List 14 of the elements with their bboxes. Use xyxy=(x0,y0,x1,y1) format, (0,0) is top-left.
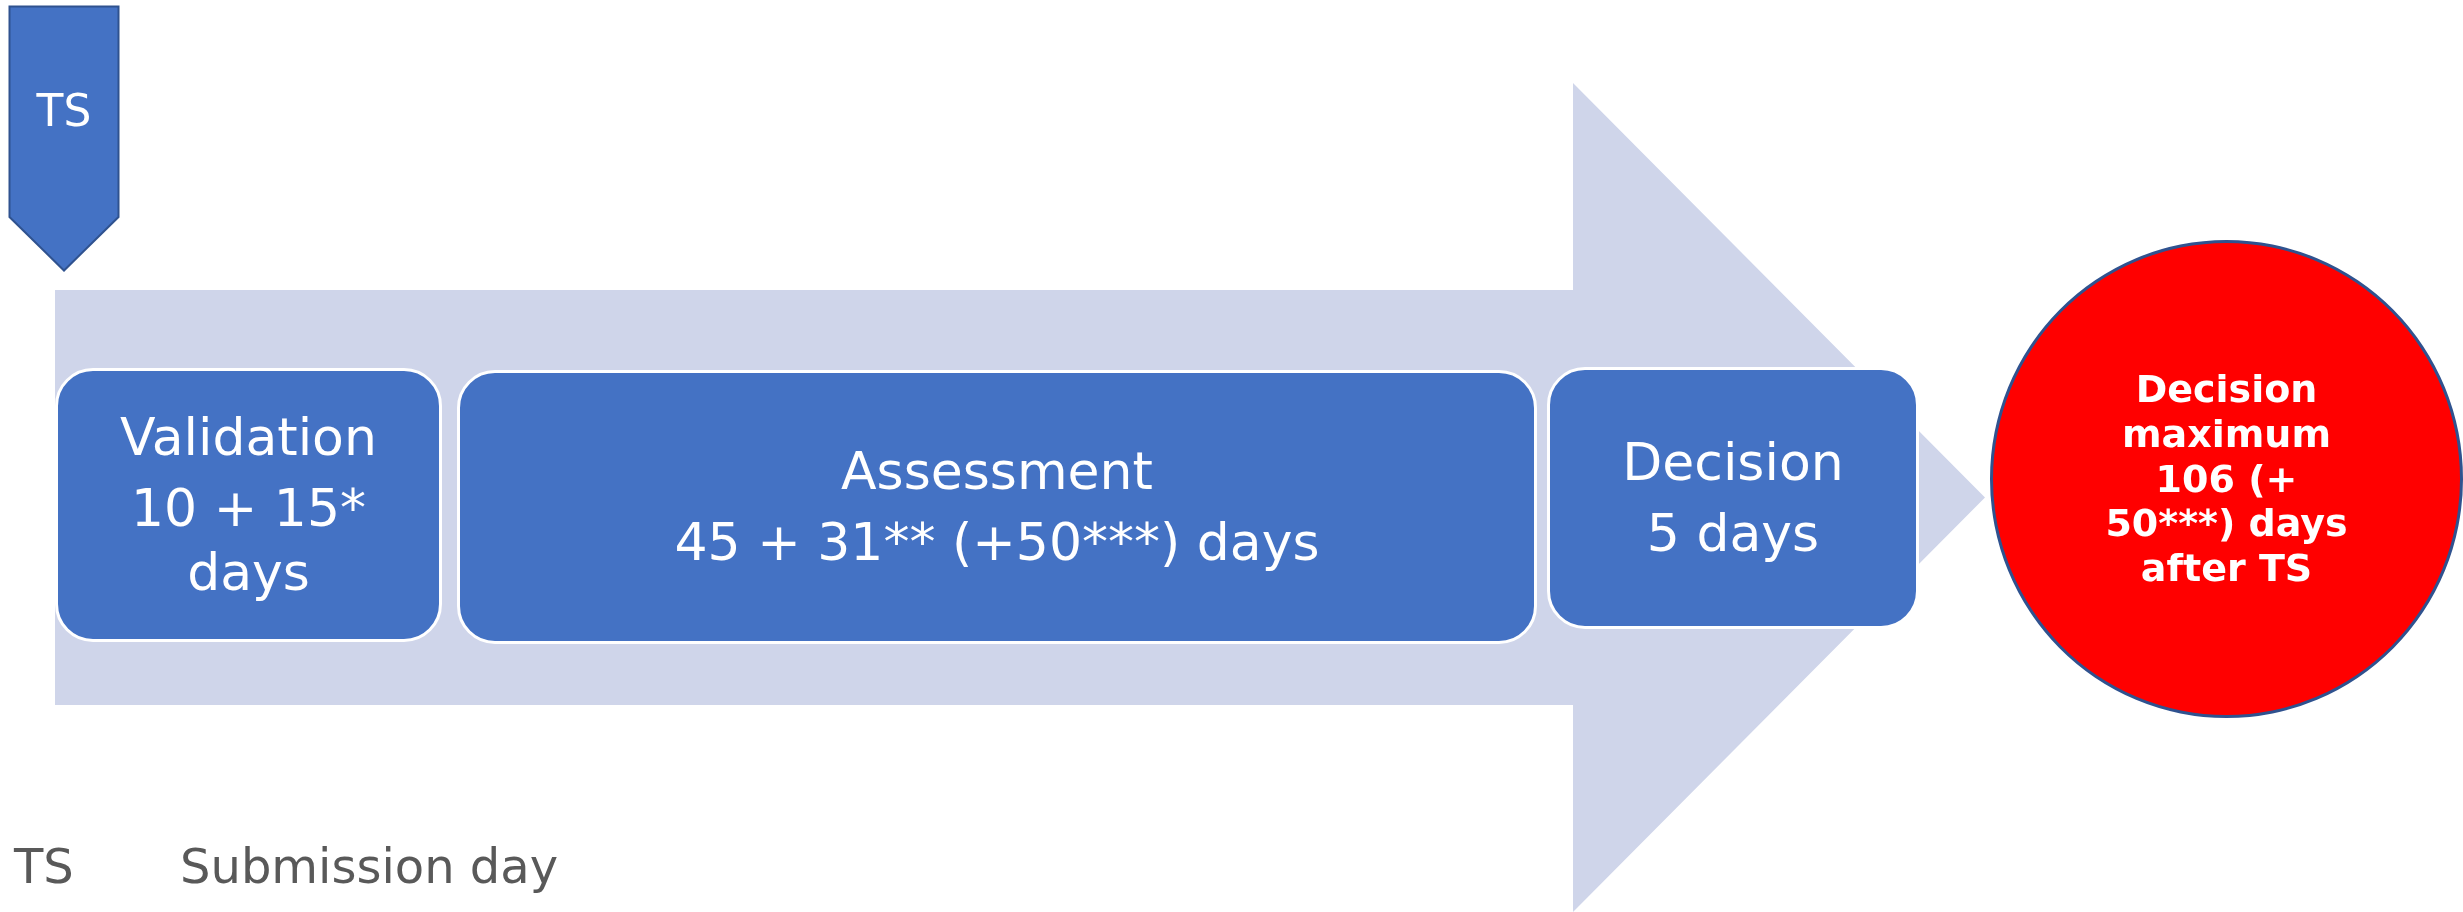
milestone-marker xyxy=(8,5,120,272)
box-heading: Decision xyxy=(1622,430,1844,494)
abbreviation-meaning: Submission day xyxy=(180,838,559,894)
box-heading: Assessment xyxy=(841,439,1153,503)
box-heading: Validation xyxy=(120,405,377,469)
circle-text: Decision maximum 106 (+ 50***) days after TS xyxy=(2104,366,2349,592)
process-box xyxy=(457,370,1537,644)
marker-label: TS xyxy=(35,85,93,136)
box-text: 5 days xyxy=(1646,502,1820,565)
process-box xyxy=(55,368,442,642)
process-box xyxy=(1547,367,1919,629)
box-text: 45 + 31** (+50***) days xyxy=(674,511,1320,574)
abbreviation: TS xyxy=(14,838,74,894)
box-text: 10 + 15* days xyxy=(130,477,367,604)
